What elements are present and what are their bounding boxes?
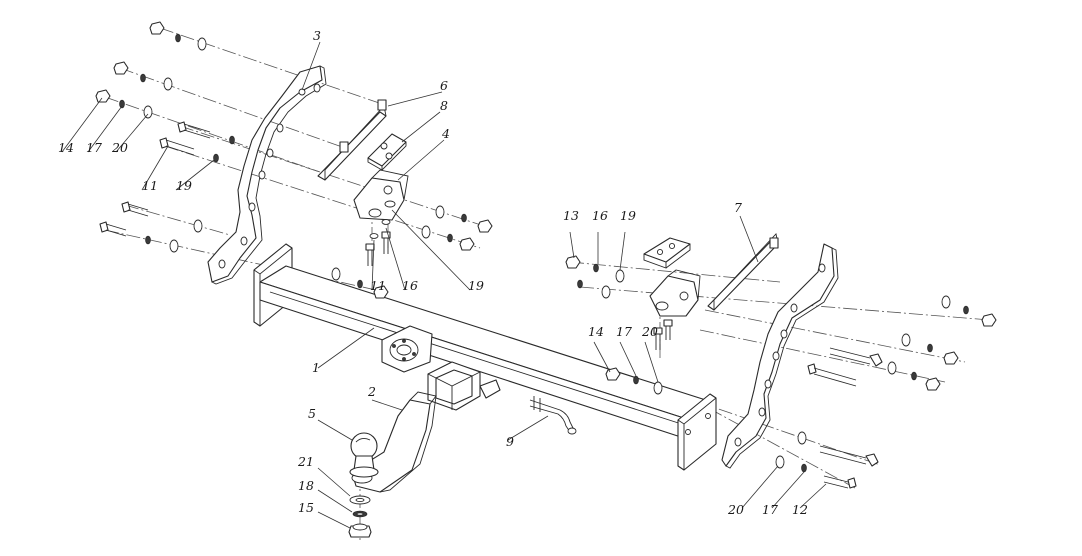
callout-leaders [61, 41, 827, 529]
callout-1: 1 [312, 360, 320, 375]
callout-15: 15 [298, 500, 314, 515]
callout-8: 8 [440, 98, 448, 113]
callout-17-left: 17 [86, 140, 102, 155]
callout-21: 21 [297, 454, 314, 469]
callout-13: 13 [563, 208, 579, 223]
callout-5: 5 [308, 406, 316, 421]
callout-19-left: 19 [176, 178, 192, 193]
callout-19-center: 19 [468, 278, 484, 293]
clamp-plate-6 [317, 99, 387, 181]
left-side-plate [207, 65, 327, 285]
callout-2: 2 [367, 384, 376, 399]
callout-16-right: 16 [592, 208, 608, 223]
callout-17-bottom: 17 [762, 502, 778, 517]
left-bracket-4 [353, 169, 409, 221]
right-bracket [643, 237, 701, 317]
callout-20-bottom: 20 [727, 502, 744, 517]
assembly-axis-lines [104, 27, 991, 540]
callout-9: 9 [506, 434, 514, 449]
callout-17-right: 17 [616, 324, 632, 339]
callout-20-right: 20 [641, 324, 658, 339]
callout-6: 6 [440, 78, 448, 93]
callout-16-center: 16 [402, 278, 418, 293]
ball-hardware-stack [348, 495, 372, 538]
callout-14-left: 14 [58, 140, 74, 155]
callout-11-left: 11 [142, 178, 158, 193]
callout-14-right: 14 [588, 324, 604, 339]
locking-pin [529, 396, 577, 435]
callout-20-left: 20 [111, 140, 128, 155]
callout-4: 4 [441, 126, 450, 141]
socket-plate [381, 325, 433, 373]
callout-7: 7 [734, 200, 742, 215]
right-side-plate [721, 243, 839, 469]
callout-11-center: 11 [370, 278, 386, 293]
callout-12: 12 [792, 502, 808, 517]
callout-19-right: 19 [620, 208, 636, 223]
clamp-plate-8 [367, 133, 407, 171]
right-clamp-plate [707, 233, 779, 311]
callout-3: 3 [313, 28, 321, 43]
fasteners [95, 21, 997, 489]
tow-ball [349, 432, 379, 478]
callout-18: 18 [298, 478, 314, 493]
main-crossbeam [253, 243, 717, 471]
callout-numbers: 3 6 8 4 14 17 20 11 19 11 16 19 13 16 19… [58, 28, 808, 517]
